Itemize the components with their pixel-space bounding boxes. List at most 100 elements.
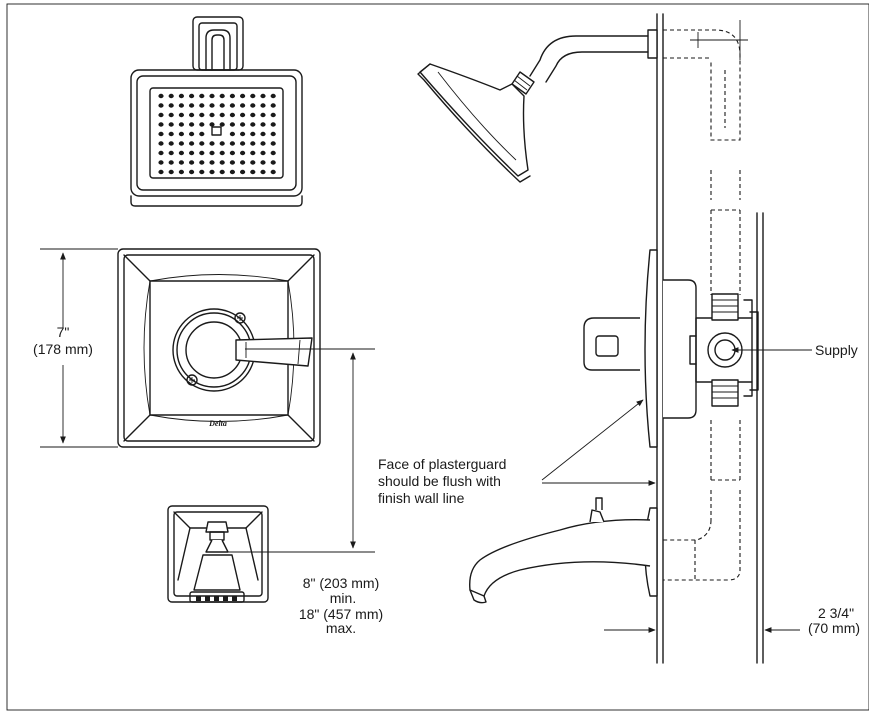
nozzle — [199, 131, 205, 137]
nozzle — [270, 150, 276, 156]
nozzle — [178, 150, 184, 156]
depth-dimension: 2 3/4" (70 mm) — [604, 605, 860, 636]
nozzle — [199, 141, 205, 146]
spout-min-label: 8" (203 mm) — [303, 575, 380, 591]
nozzle — [219, 122, 225, 127]
plasterguard-line2: should be flush with — [378, 473, 501, 489]
nozzle — [189, 169, 195, 175]
nozzle — [199, 150, 205, 156]
nozzle — [240, 150, 246, 156]
nozzle — [158, 103, 164, 108]
plasterguard-line3: finish wall line — [378, 490, 465, 506]
nozzle — [189, 103, 195, 108]
brand-logo: Delta — [208, 419, 227, 428]
nozzle — [209, 160, 215, 165]
nozzle — [158, 141, 164, 146]
nozzle — [189, 112, 195, 118]
nozzle — [199, 103, 205, 108]
page-frame — [6, 3, 869, 711]
nozzle — [250, 112, 256, 118]
nozzle — [199, 93, 205, 99]
spout-max-label: 18" (457 mm) — [299, 606, 383, 622]
nozzle — [240, 93, 246, 99]
nozzle — [219, 141, 225, 146]
valve-body-side-view — [583, 249, 759, 481]
nozzle — [260, 103, 266, 108]
nozzle — [158, 131, 164, 137]
valve-trim-front-view: Delta — [117, 248, 321, 448]
nozzle — [209, 93, 215, 99]
nozzle — [270, 160, 276, 165]
nozzle — [229, 122, 235, 127]
nozzle — [260, 160, 266, 165]
nozzle — [199, 112, 205, 118]
nozzle — [178, 103, 184, 108]
supply-callout: Supply — [731, 342, 858, 358]
nozzle — [178, 160, 184, 165]
nozzle — [219, 160, 225, 165]
nozzle — [240, 103, 246, 108]
nozzle — [158, 169, 164, 175]
nozzle — [270, 141, 276, 146]
nozzle — [250, 141, 256, 146]
nozzle — [240, 141, 246, 146]
nozzle — [209, 141, 215, 146]
nozzle — [209, 112, 215, 118]
nozzle — [229, 112, 235, 118]
nozzle — [168, 93, 174, 99]
nozzle — [209, 103, 215, 108]
nozzle — [260, 93, 266, 99]
nozzle — [168, 150, 174, 156]
nozzle — [270, 122, 276, 127]
nozzle — [229, 131, 235, 137]
nozzle — [189, 122, 195, 127]
nozzle — [189, 150, 195, 156]
nozzle — [199, 122, 205, 127]
plasterguard-line1: Face of plasterguard — [378, 456, 506, 472]
depth-label: 2 3/4" — [818, 605, 854, 621]
shower-riser-pipe — [663, 20, 748, 295]
nozzle — [219, 150, 225, 156]
nozzle — [240, 131, 246, 137]
nozzle — [270, 131, 276, 137]
nozzle — [260, 169, 266, 175]
nozzle — [229, 103, 235, 108]
nozzle — [219, 93, 225, 99]
nozzle — [168, 160, 174, 165]
trim-height-dimension: 7" (178 mm) — [33, 248, 118, 448]
plasterguard-callout: Face of plasterguard should be flush wit… — [378, 399, 656, 506]
spout-min-word: min. — [330, 590, 356, 606]
nozzle — [240, 160, 246, 165]
nozzle — [250, 131, 256, 137]
spout-distance-dimension: 8" (203 mm) min. 18" (457 mm) max. — [218, 348, 383, 636]
nozzle — [229, 93, 235, 99]
nozzle — [178, 93, 184, 99]
tub-spout-front-view — [167, 505, 269, 603]
nozzle — [158, 160, 164, 165]
nozzle — [189, 141, 195, 146]
nozzle — [219, 169, 225, 175]
spout-max-word: max. — [326, 620, 356, 636]
nozzle — [168, 103, 174, 108]
nozzle — [168, 141, 174, 146]
supply-label: Supply — [815, 342, 858, 358]
trim-height-mm-label: (178 mm) — [33, 341, 93, 357]
nozzle — [189, 93, 195, 99]
nozzle — [189, 160, 195, 165]
tub-spout-side-view — [469, 490, 741, 604]
nozzle — [229, 141, 235, 146]
nozzle — [229, 160, 235, 165]
nozzle — [158, 150, 164, 156]
nozzle — [178, 112, 184, 118]
nozzle — [168, 131, 174, 137]
nozzle — [229, 150, 235, 156]
nozzle — [219, 112, 225, 118]
nozzle — [260, 122, 266, 127]
nozzle — [240, 112, 246, 118]
nozzle — [168, 112, 174, 118]
nozzle — [229, 169, 235, 175]
nozzle — [168, 169, 174, 175]
nozzle — [178, 122, 184, 127]
